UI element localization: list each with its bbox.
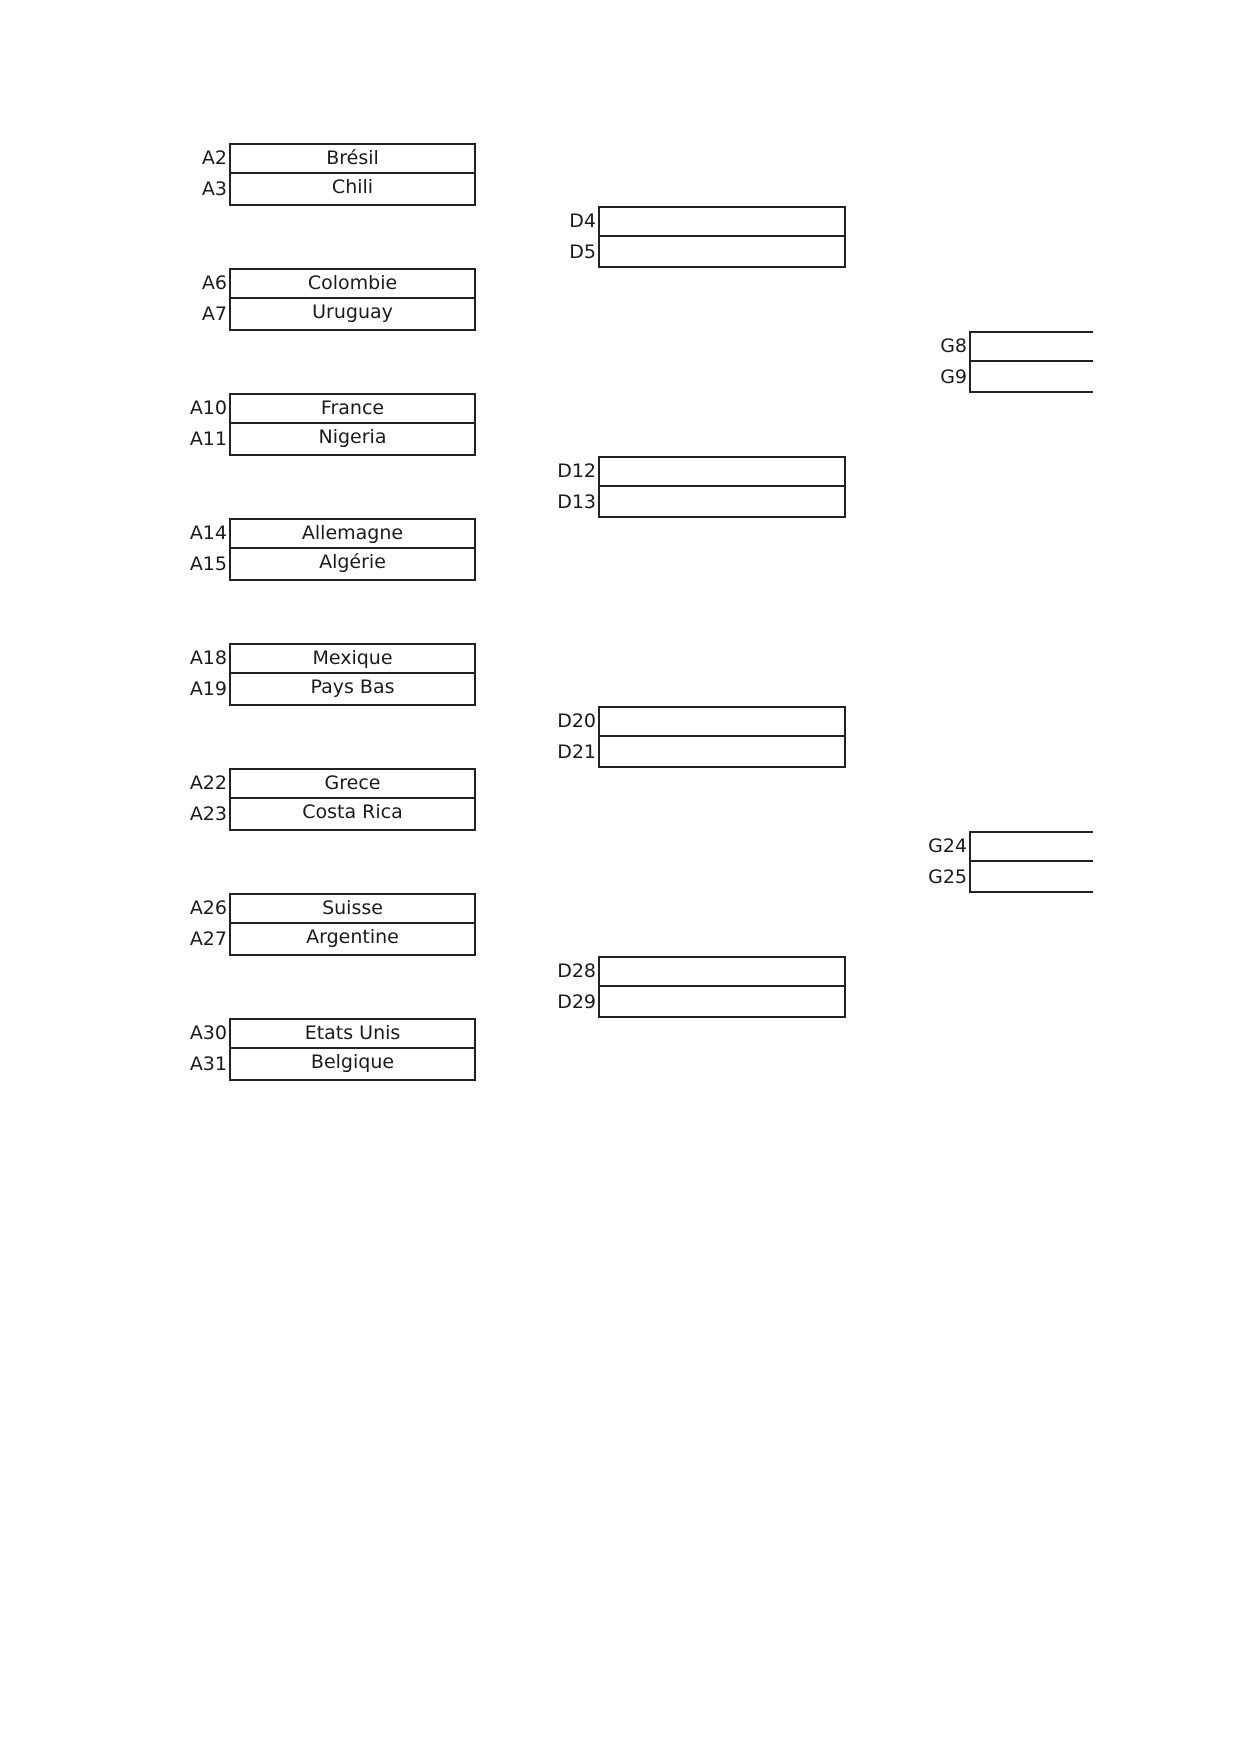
cell-reference-label: G25 <box>928 865 967 888</box>
team-cell[interactable]: Grece <box>229 768 476 800</box>
team-cell[interactable]: Suisse <box>229 893 476 925</box>
team-cell[interactable] <box>598 705 846 737</box>
team-cell[interactable]: Costa Rica <box>229 799 476 831</box>
cell-reference-label: G8 <box>940 334 967 357</box>
cell-reference-label: A31 <box>189 1053 227 1076</box>
cell-reference-label: D21 <box>557 740 596 763</box>
team-cell[interactable]: Argentine <box>229 924 476 956</box>
cell-reference-label: A7 <box>201 303 227 326</box>
cell-reference-label: A23 <box>189 803 227 826</box>
cell-reference-label: A27 <box>189 928 227 951</box>
cell-reference-label: A3 <box>201 178 227 201</box>
team-cell[interactable] <box>598 455 846 487</box>
team-cell[interactable]: France <box>229 393 476 425</box>
cell-reference-label: D12 <box>557 459 596 482</box>
cell-reference-label: A10 <box>189 397 227 419</box>
team-cell[interactable]: Uruguay <box>229 299 476 331</box>
cell-reference-label: A14 <box>189 522 227 544</box>
cell-reference-label: G24 <box>928 834 967 857</box>
cell-reference-label: A22 <box>189 772 227 794</box>
team-cell[interactable]: Mexique <box>229 643 476 675</box>
team-cell[interactable]: Allemagne <box>229 518 476 550</box>
cell-reference-label: A30 <box>189 1022 227 1044</box>
team-cell[interactable]: Pays Bas <box>229 674 476 706</box>
cell-reference-label: G9 <box>940 365 967 388</box>
team-cell[interactable]: Nigeria <box>229 424 476 456</box>
cell-reference-label: D13 <box>557 490 596 513</box>
team-cell[interactable] <box>598 236 846 268</box>
team-cell[interactable]: Etats Unis <box>229 1018 476 1050</box>
team-cell[interactable]: Colombie <box>229 268 476 300</box>
cell-reference-label: A15 <box>189 553 227 576</box>
cell-reference-label: D28 <box>557 959 596 982</box>
cell-reference-label: A26 <box>189 897 227 919</box>
team-cell[interactable] <box>969 361 1093 393</box>
cell-reference-label: D29 <box>557 990 596 1013</box>
cell-reference-label: D20 <box>557 709 596 732</box>
team-cell[interactable] <box>598 486 846 518</box>
cell-reference-label: A19 <box>189 678 227 701</box>
team-cell[interactable]: Belgique <box>229 1049 476 1081</box>
team-cell[interactable]: Brésil <box>229 143 476 175</box>
cell-reference-label: A18 <box>189 647 227 669</box>
team-cell[interactable] <box>969 861 1093 893</box>
cell-reference-label: A6 <box>201 272 227 294</box>
team-cell[interactable] <box>598 205 846 237</box>
team-cell[interactable] <box>969 330 1093 362</box>
team-cell[interactable] <box>598 986 846 1018</box>
team-cell[interactable]: Algérie <box>229 549 476 581</box>
cell-reference-label: A11 <box>189 428 227 451</box>
team-cell[interactable]: Chili <box>229 174 476 206</box>
team-cell[interactable] <box>598 955 846 987</box>
cell-reference-label: A2 <box>201 147 227 169</box>
cell-reference-label: D5 <box>569 240 596 263</box>
team-cell[interactable] <box>598 736 846 768</box>
cell-reference-label: D4 <box>569 209 596 232</box>
team-cell[interactable] <box>969 830 1093 862</box>
